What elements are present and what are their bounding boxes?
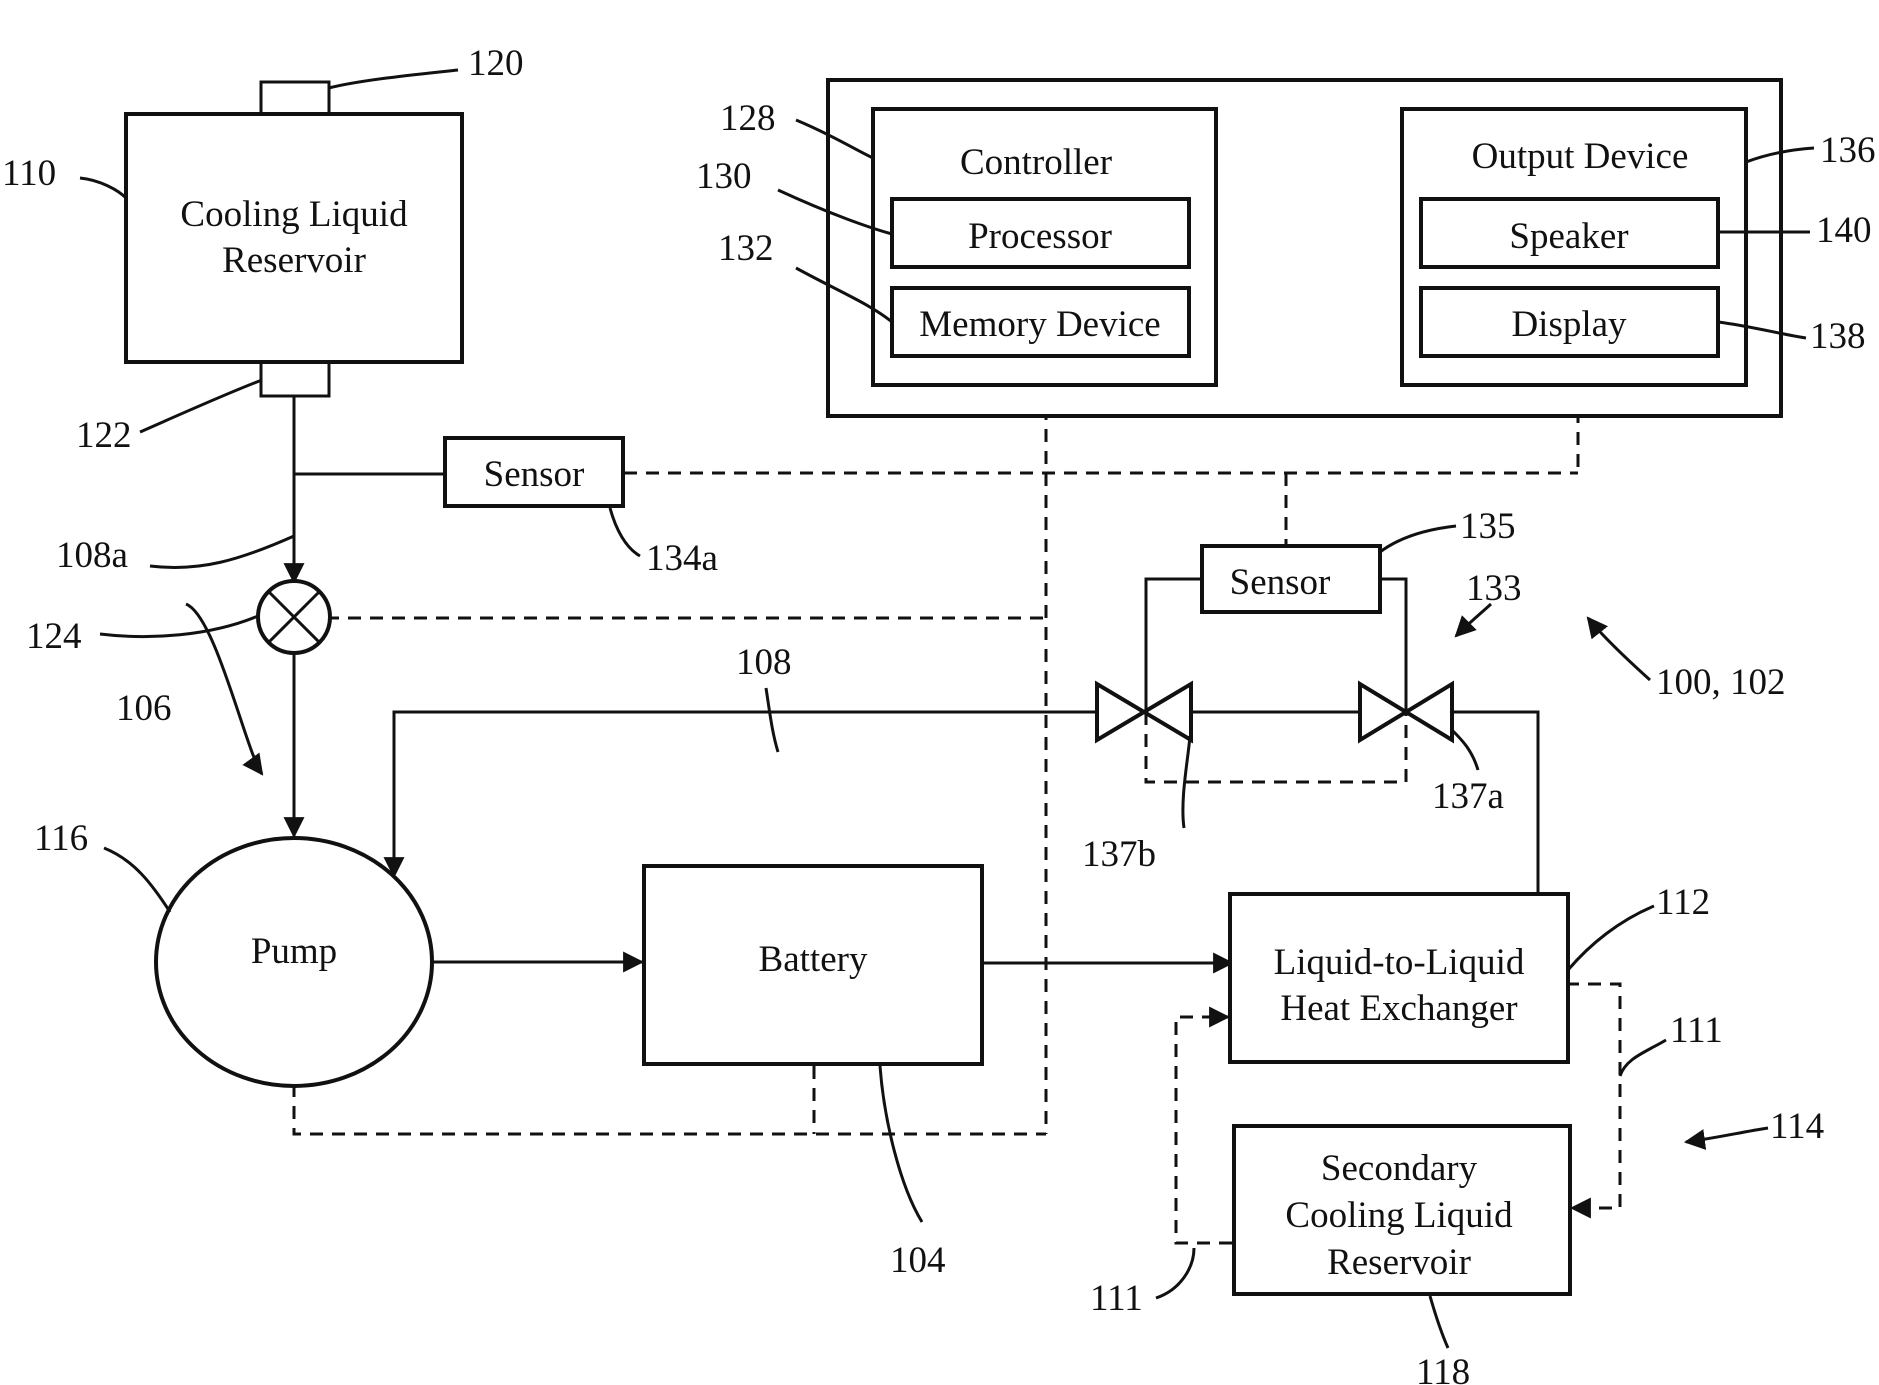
ref-133: 133 — [1466, 568, 1522, 609]
ref-137b: 137b — [1082, 834, 1156, 875]
pump-label: Pump — [251, 931, 337, 972]
ref-135: 135 — [1460, 506, 1516, 547]
ref-111-upper: 111 — [1670, 1010, 1723, 1051]
sensor-135-label: Sensor — [1230, 562, 1331, 603]
ref-130: 130 — [696, 156, 752, 197]
processor-label: Processor — [968, 216, 1112, 257]
ref-140: 140 — [1816, 210, 1872, 251]
secondary-reservoir-label-line2: Cooling Liquid — [1285, 1195, 1513, 1236]
sensor-134a: Sensor — [445, 438, 623, 506]
ref-138: 138 — [1810, 316, 1866, 357]
valve-124 — [258, 581, 330, 653]
valve-137b — [1097, 684, 1191, 740]
ref-120: 120 — [468, 43, 524, 84]
output-device-label: Output Device — [1472, 136, 1689, 177]
ref-136: 136 — [1820, 130, 1876, 171]
ref-111-lower: 111 — [1090, 1278, 1143, 1319]
heat-exchanger-label-line2: Heat Exchanger — [1280, 988, 1517, 1029]
ref-122: 122 — [76, 415, 132, 456]
pump: Pump — [156, 838, 432, 1086]
secondary-cooling-liquid-reservoir: Secondary Cooling Liquid Reservoir — [1234, 1126, 1570, 1294]
reservoir-outlet-122 — [261, 362, 329, 396]
ref-132: 132 — [718, 228, 774, 269]
secondary-reservoir-label-line3: Reservoir — [1327, 1242, 1471, 1283]
heat-exchanger-label-line1: Liquid-to-Liquid — [1274, 942, 1525, 983]
battery: Battery — [644, 866, 982, 1064]
cooling-liquid-reservoir: Cooling Liquid Reservoir — [126, 82, 462, 396]
sensor-134a-label: Sensor — [484, 454, 585, 495]
ref-106: 106 — [116, 688, 172, 729]
memory-device-label: Memory Device — [919, 304, 1160, 345]
ref-134a: 134a — [646, 538, 718, 579]
control-signal-lines — [294, 385, 1620, 1243]
ref-128: 128 — [720, 98, 776, 139]
ref-104: 104 — [890, 1240, 946, 1281]
speaker-label: Speaker — [1509, 216, 1628, 257]
reservoir-label-line2: Reservoir — [222, 240, 366, 281]
ref-108a: 108a — [56, 535, 128, 576]
reservoir-label-line1: Cooling Liquid — [180, 194, 408, 235]
ref-116: 116 — [34, 818, 88, 859]
control-unit: Controller Processor Memory Device Outpu… — [828, 80, 1781, 416]
output-device-box: Output Device Speaker Display — [1402, 109, 1746, 385]
ref-137a: 137a — [1432, 776, 1504, 817]
battery-label: Battery — [759, 939, 868, 980]
sensor-135: Sensor — [1202, 546, 1380, 612]
ref-114: 114 — [1770, 1106, 1824, 1147]
display-label: Display — [1511, 304, 1627, 345]
controller-label: Controller — [960, 142, 1112, 183]
secondary-reservoir-label-line1: Secondary — [1321, 1148, 1478, 1189]
controller-box: Controller Processor Memory Device — [873, 109, 1216, 385]
ref-110: 110 — [2, 153, 56, 194]
liquid-to-liquid-heat-exchanger: Liquid-to-Liquid Heat Exchanger — [1230, 894, 1568, 1062]
ref-118: 118 — [1416, 1352, 1470, 1385]
ref-112: 112 — [1656, 882, 1710, 923]
ref-124: 124 — [26, 616, 82, 657]
reservoir-inlet-120 — [261, 82, 329, 114]
ref-108: 108 — [736, 642, 792, 683]
ref-100-102: 100, 102 — [1656, 662, 1786, 703]
